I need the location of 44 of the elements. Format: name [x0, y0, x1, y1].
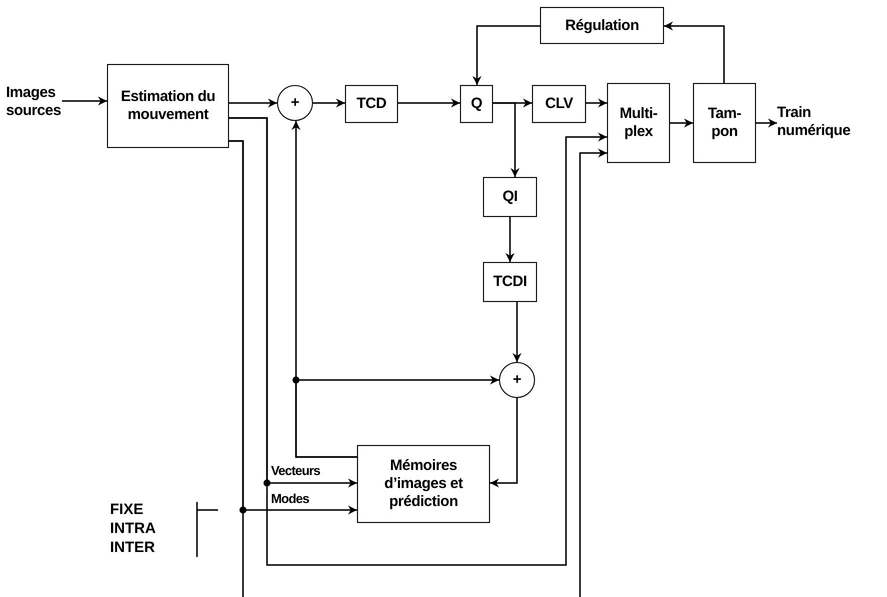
arrow	[490, 398, 518, 488]
process-box	[540, 7, 664, 44]
arrow	[493, 102, 520, 177]
block-label: Tam- pon	[706, 105, 742, 141]
arrow	[62, 96, 107, 106]
arrow	[295, 376, 499, 458]
process-box	[345, 85, 398, 123]
mode-option: FIXE	[110, 500, 156, 519]
block-label: TCD	[356, 95, 386, 113]
arrow	[756, 118, 777, 128]
arrow	[664, 22, 725, 83]
mode-option: INTRA	[110, 519, 156, 538]
summing-junction	[277, 85, 313, 121]
process-box	[532, 85, 586, 123]
process-box	[483, 262, 537, 302]
block-label: Multi- plex	[618, 105, 658, 141]
block-label: CLV	[545, 95, 573, 113]
block-label: Régulation	[565, 16, 639, 34]
block-label: +	[290, 94, 300, 112]
process-box	[693, 83, 756, 163]
process-box	[357, 445, 490, 523]
block-label: TCDI	[493, 273, 527, 291]
arrow	[398, 98, 460, 108]
arrow	[472, 25, 540, 85]
mode-option: INTER	[110, 538, 156, 557]
block-label: Images sources	[6, 84, 62, 120]
process-box	[460, 85, 493, 123]
arrow	[586, 98, 607, 108]
arrow	[579, 148, 607, 597]
summing-junction	[499, 362, 535, 398]
arrow	[229, 98, 277, 108]
block-label: QI	[502, 188, 518, 206]
block-label: Train numérique	[777, 104, 852, 140]
arrow	[670, 118, 693, 128]
block-label: Mémoires d’images et prédiction	[383, 457, 464, 511]
block-label: +	[512, 371, 522, 389]
arrow	[313, 98, 345, 108]
process-box	[483, 177, 537, 217]
process-box	[107, 64, 229, 148]
arrow	[512, 302, 522, 362]
block-label: Q	[470, 95, 482, 113]
arrow	[506, 217, 514, 262]
process-box	[607, 83, 670, 163]
block-label: Estimation du mouvement	[120, 88, 216, 124]
